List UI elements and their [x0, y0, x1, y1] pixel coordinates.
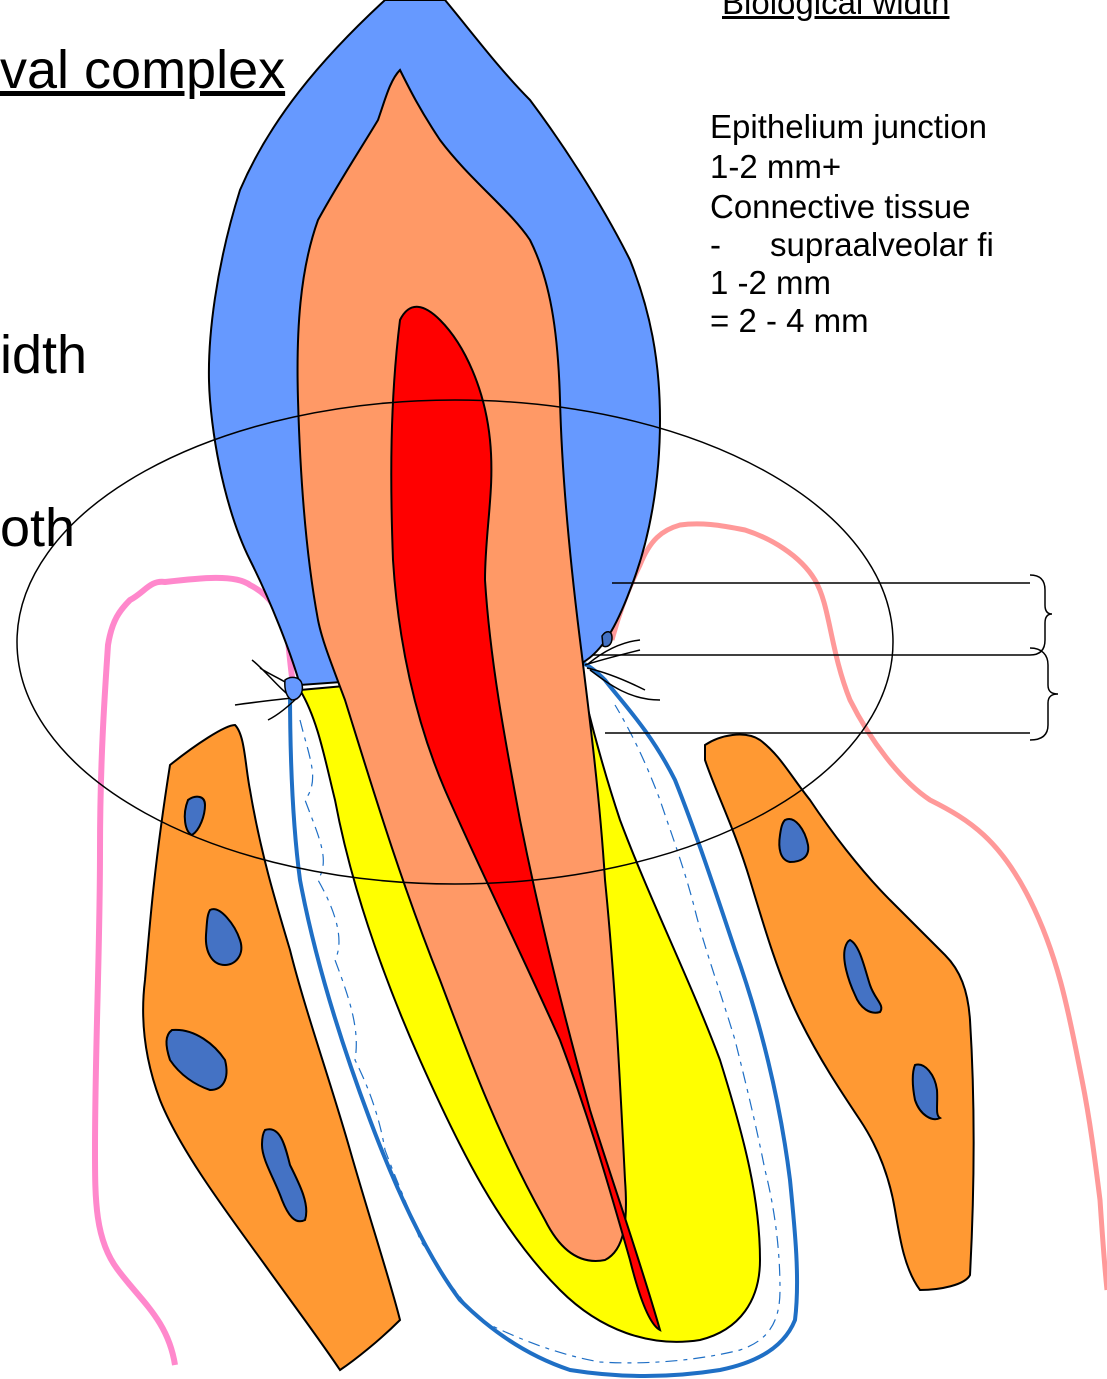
bracket-epithelium — [1030, 575, 1052, 655]
biological-width-line: supraalveolar fi — [770, 226, 994, 264]
biological-width-line: Connective tissue — [710, 188, 970, 226]
epithelial-attachment-right — [602, 632, 612, 647]
biological-width-line: 1-2 mm+ — [710, 148, 841, 186]
bracket-connective-tissue — [1030, 648, 1058, 740]
slide-body-line: oth — [0, 498, 75, 558]
biological-width-line: = 2 - 4 mm — [710, 302, 869, 340]
slide-body-line: idth — [0, 325, 87, 385]
biological-width-line: Epithelium junction — [710, 108, 987, 146]
biological-width-line: 1 -2 mm — [710, 264, 831, 302]
list-bullet: - — [710, 226, 721, 264]
epithelial-attachment-left — [285, 677, 303, 700]
slide-title: val complex — [0, 40, 285, 100]
biological-width-heading: Biological width — [722, 0, 949, 22]
